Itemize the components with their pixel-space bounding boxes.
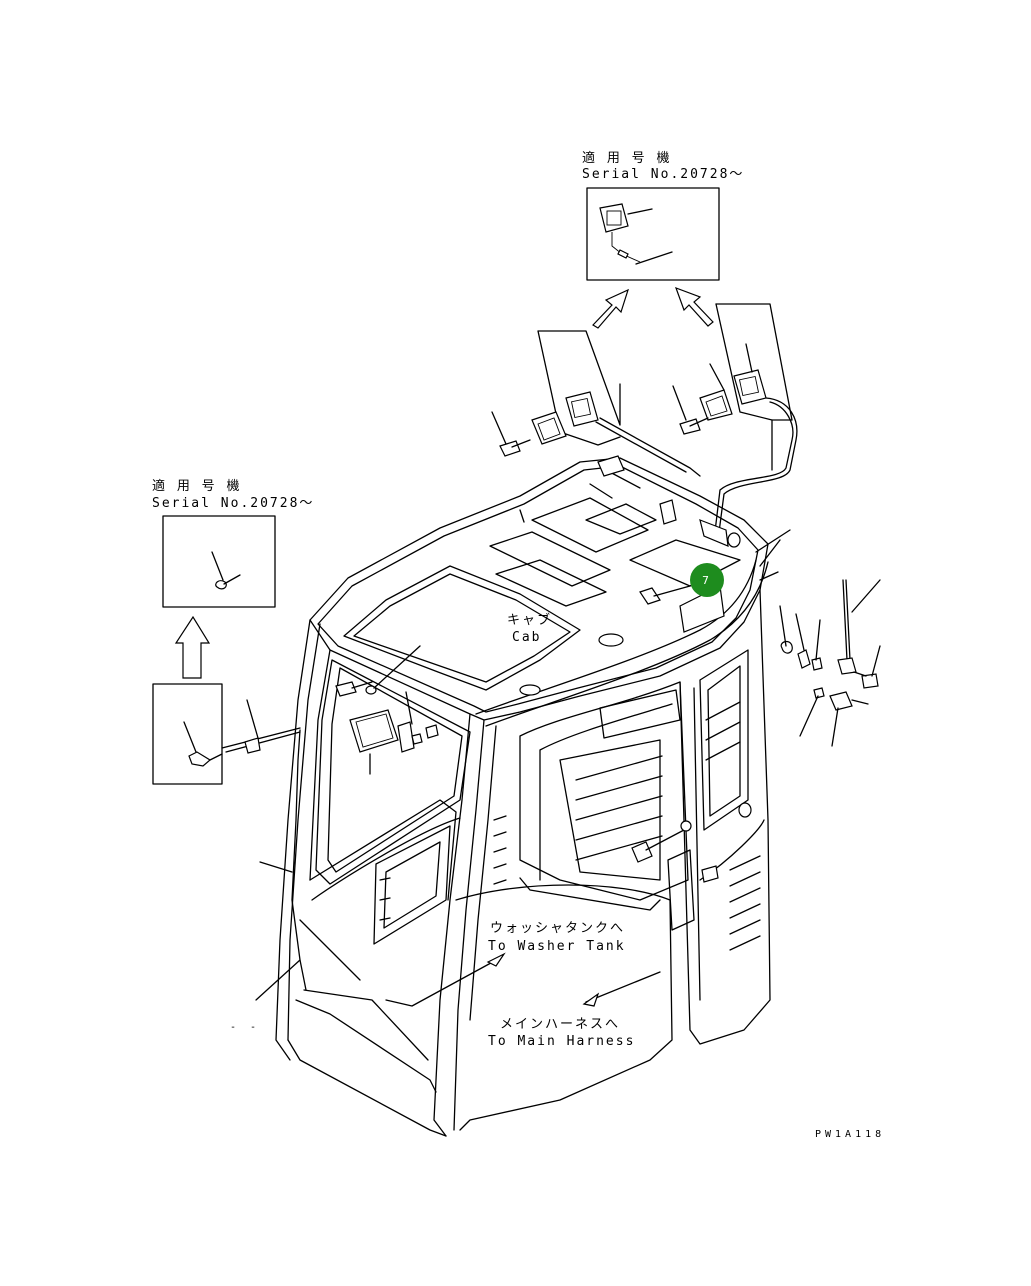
- drawing-code: PW1A118: [815, 1129, 885, 1140]
- serial-top-jp: 適 用 号 機: [582, 150, 671, 166]
- serial-left-en: Serial No.20728～: [152, 496, 314, 511]
- work-lamp-assembly: [335, 645, 439, 775]
- washer-label-jp: ウォッシャタンクへ: [490, 921, 625, 936]
- callout-number: 7: [702, 574, 709, 587]
- callout-badge[interactable]: 7: [690, 563, 724, 597]
- harness-leaders: [255, 729, 661, 1007]
- serial-top-en: Serial No.20728～: [582, 167, 744, 182]
- harness-label-en: To Main Harness: [488, 1034, 635, 1049]
- rear-grille: [575, 689, 681, 861]
- harness-label-jp: メインハーネスへ: [500, 1017, 620, 1032]
- cab-body: [275, 455, 771, 1137]
- detail-box-left: 適 用 号 機 Serial No.20728～: [152, 478, 314, 785]
- antenna-assembly: [755, 529, 881, 747]
- roof-lamp-assembly: [491, 303, 798, 541]
- callout-circle[interactable]: [690, 563, 724, 597]
- detail-box-top: 適 用 号 機 Serial No.20728～: [582, 150, 744, 329]
- cab-label-jp: キャブ: [507, 612, 552, 628]
- cab-label-en: Cab: [512, 630, 541, 645]
- serial-left-jp: 適 用 号 機: [152, 478, 241, 494]
- dash-mark: - -: [230, 1022, 260, 1033]
- washer-label-en: To Washer Tank: [488, 939, 626, 954]
